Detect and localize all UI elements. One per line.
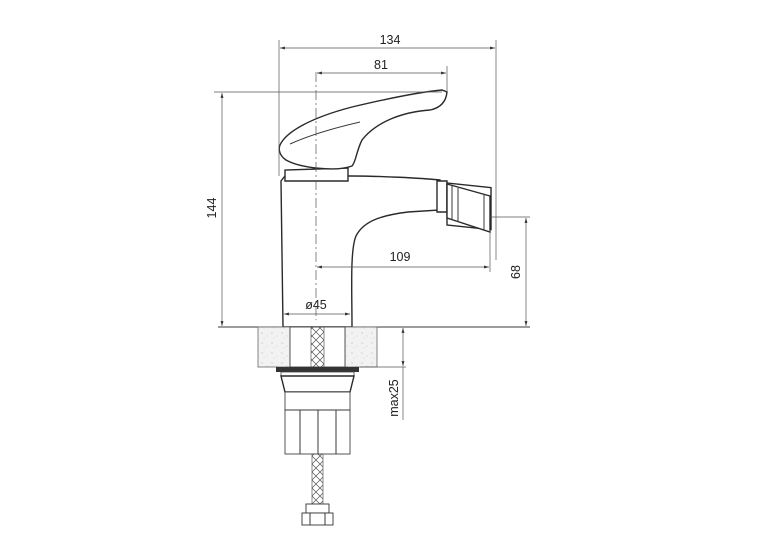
dim-label-109: 109 — [390, 250, 411, 264]
dim-label-max25: max25 — [387, 379, 401, 417]
dimension-max-countertop: max25 — [360, 328, 406, 420]
dim-label-81: 81 — [374, 58, 388, 72]
dim-label-134: 134 — [380, 33, 401, 47]
countertop-mounting — [218, 326, 530, 526]
dim-label-68: 68 — [509, 265, 523, 279]
dimension-spout-height: 68 — [490, 216, 530, 326]
faucet-body — [278, 89, 492, 328]
dimension-spout-reach: 109 — [317, 230, 491, 272]
dimension-base-diameter: ø45 — [284, 298, 350, 316]
dim-label-144: 144 — [205, 198, 219, 219]
dim-label-45: ø45 — [305, 298, 327, 312]
dimension-handle-reach: 81 — [317, 58, 448, 92]
dimension-overall-length: 134 — [278, 33, 497, 260]
dimension-height: 144 — [205, 91, 442, 326]
